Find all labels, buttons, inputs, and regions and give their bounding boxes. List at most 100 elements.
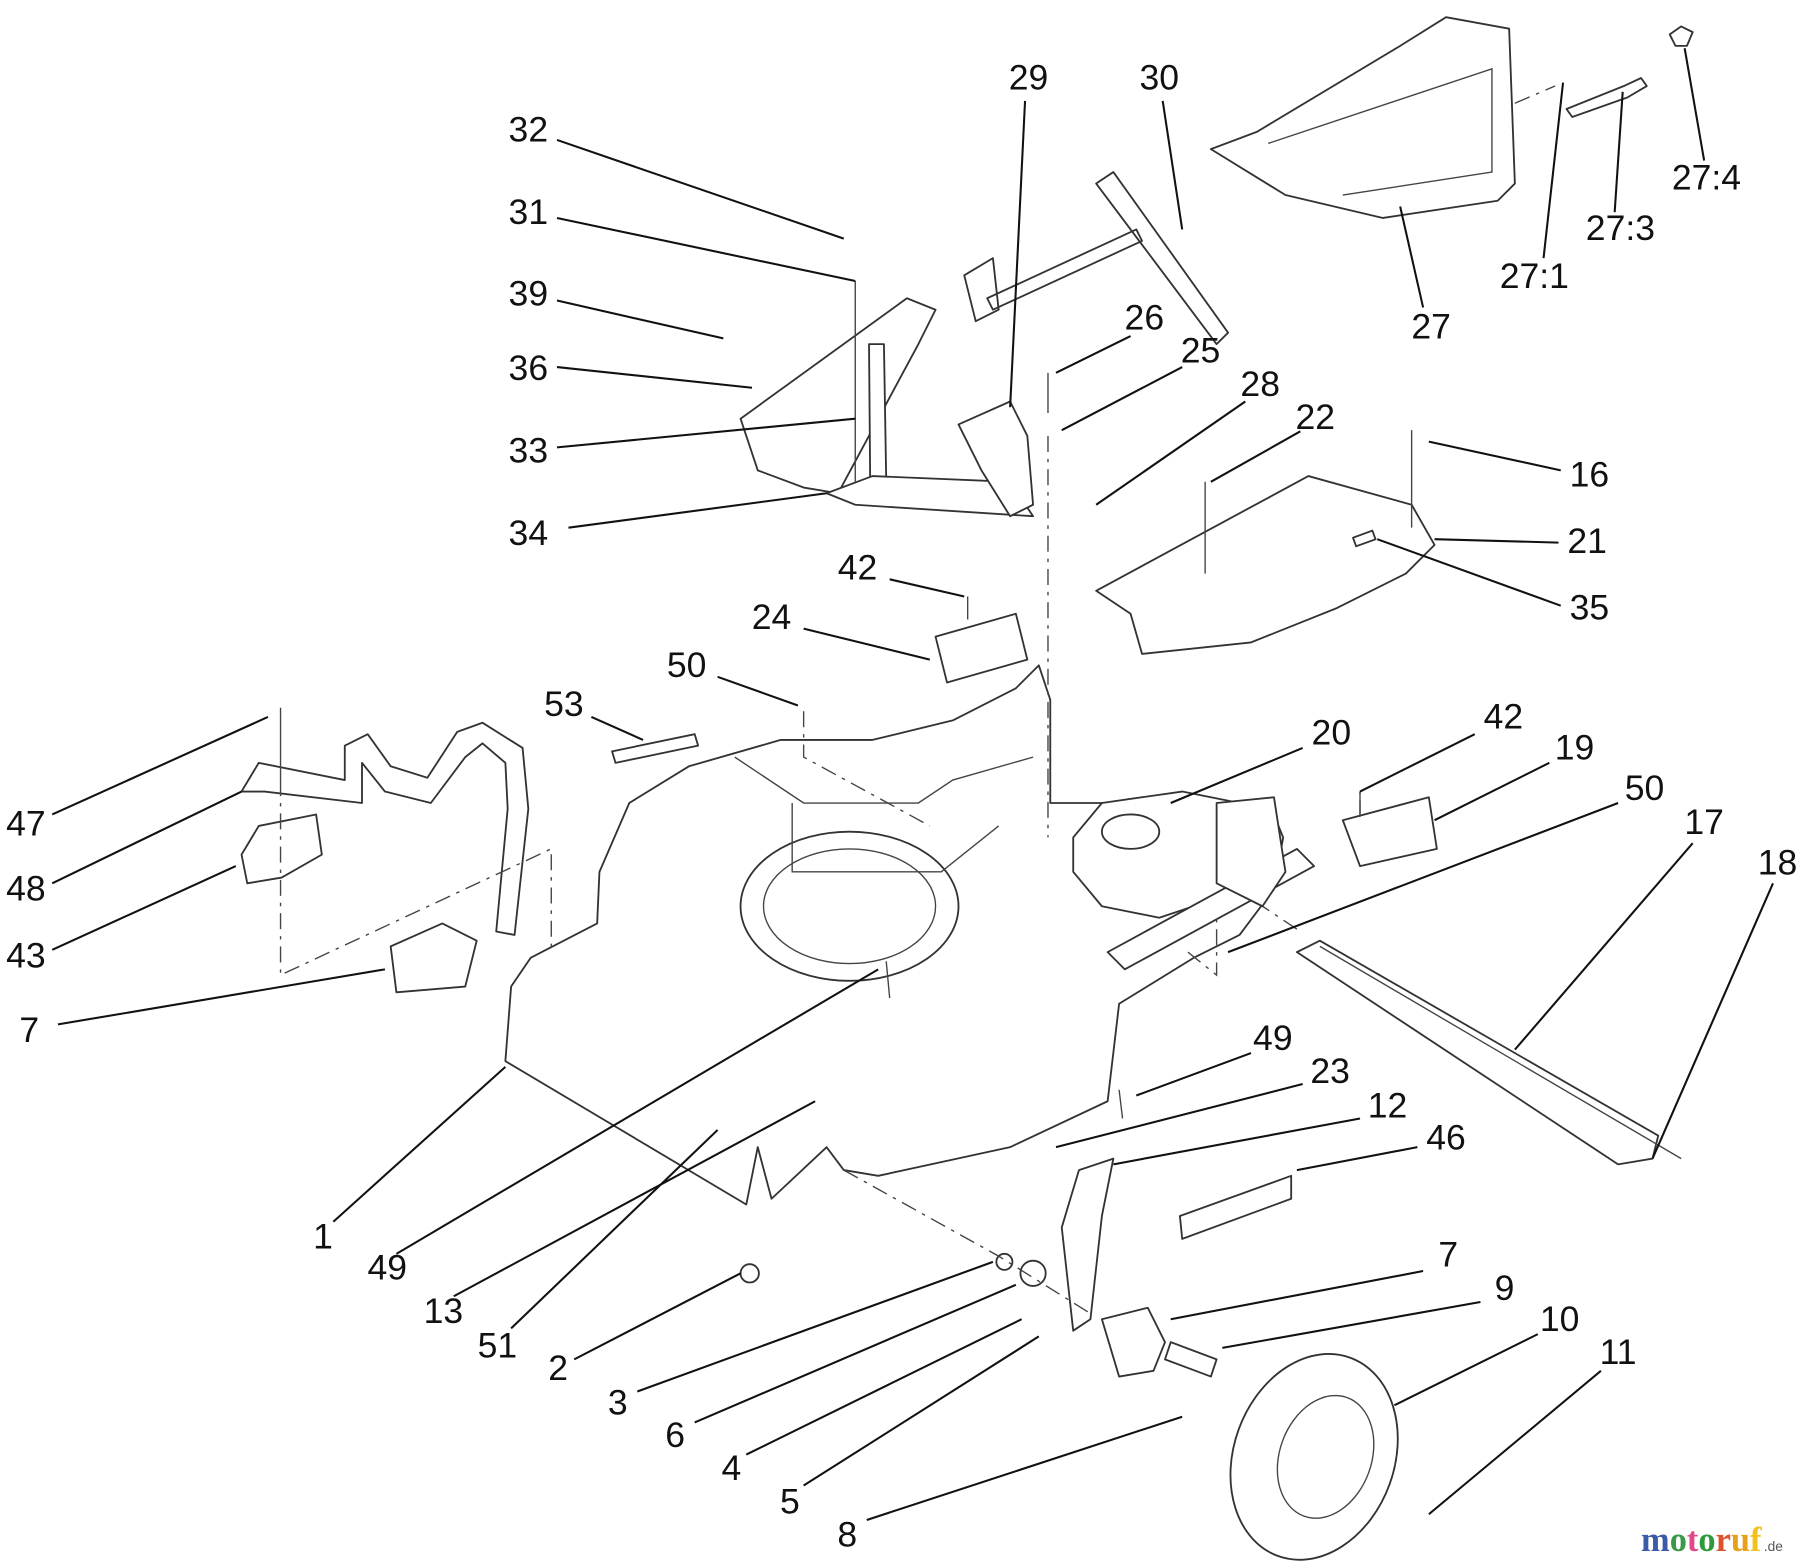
callout-33: 33 [509, 417, 856, 471]
leader-line [590, 716, 644, 741]
callout-25: 25 [1061, 331, 1220, 432]
watermark-suffix: .de [1764, 1539, 1783, 1554]
callout-51: 51 [478, 1129, 719, 1365]
callout-label: 18 [1758, 842, 1798, 882]
leader-line [1222, 1300, 1481, 1349]
callout-label: 5 [780, 1481, 800, 1521]
leader-line [1428, 440, 1561, 472]
callout-label: 3 [608, 1383, 628, 1423]
blade-opening [739, 830, 960, 982]
callout-19: 19 [1434, 728, 1594, 822]
callout-label: 6 [665, 1415, 685, 1455]
callout-46: 46 [1296, 1118, 1466, 1172]
callout-13: 13 [424, 1100, 816, 1331]
callout-label: 35 [1570, 588, 1610, 628]
callout-42: 42 [838, 548, 965, 598]
decal-53 [611, 733, 700, 764]
callout-29: 29 [1009, 58, 1048, 408]
leader-line [51, 790, 242, 885]
leader-line [636, 1260, 994, 1393]
callout-label: 4 [721, 1448, 741, 1488]
lever-30 [963, 171, 1230, 346]
callout-26: 26 [1055, 297, 1164, 374]
handle-bracket [240, 721, 530, 936]
leader-line [395, 968, 879, 1255]
leader-line [453, 1100, 816, 1298]
callout-label: 33 [509, 431, 549, 471]
washer-6 [1019, 1259, 1047, 1287]
assembly-lines [279, 85, 1556, 1315]
grass-bag-27 [1209, 16, 1516, 219]
callout-5: 5 [780, 1335, 1040, 1521]
callout-label: 49 [1253, 1018, 1293, 1058]
callout-label: 42 [1484, 697, 1524, 737]
callout-label: 21 [1567, 521, 1607, 561]
leader-line [1434, 538, 1559, 544]
callout-label: 32 [509, 109, 549, 149]
callout-label: 43 [6, 935, 46, 975]
callout-8: 8 [837, 1415, 1183, 1555]
wheel-hub [1276, 1394, 1375, 1519]
leader-line [1376, 538, 1562, 607]
pivot-bracket-7 [389, 922, 478, 994]
height-lever-12 [1060, 1157, 1115, 1332]
callout-27-3: 27:3 [1586, 91, 1655, 248]
leader-line [803, 1335, 1040, 1487]
leader-line [556, 417, 856, 449]
callout-label: 39 [509, 273, 549, 313]
leader-line [1514, 842, 1694, 1051]
leader-line [1399, 206, 1425, 308]
callout-label: 47 [6, 803, 46, 843]
callout-label: 30 [1139, 58, 1179, 98]
callout-label: 20 [1312, 713, 1352, 753]
callout-48: 48 [6, 790, 242, 909]
callout-3: 3 [608, 1260, 994, 1423]
bracket-43 [240, 813, 323, 885]
nut-2 [739, 1263, 760, 1284]
leader-line [1227, 802, 1619, 954]
callout-49: 49 [1135, 1018, 1293, 1097]
callout-label: 24 [752, 597, 792, 637]
leader-line [556, 138, 845, 240]
leader-line [694, 1283, 1017, 1424]
callout-label: 31 [509, 192, 549, 232]
callout-27-1: 27:1 [1500, 82, 1569, 296]
callout-label: 1 [313, 1216, 333, 1256]
leader-line [1296, 1146, 1418, 1172]
leader-line [1613, 91, 1624, 213]
callout-label: 10 [1540, 1299, 1580, 1339]
rear-cover-21 [1095, 475, 1436, 655]
callout-30: 30 [1139, 58, 1184, 230]
leader-line [1061, 366, 1183, 432]
callout-7: 7 [19, 968, 386, 1050]
drive-pulley [1100, 813, 1161, 850]
spring-33 [868, 343, 888, 483]
callout-42: 42 [1359, 697, 1524, 793]
callout-53: 53 [544, 684, 644, 741]
callout-27-4: 27:4 [1672, 48, 1741, 197]
callout-label: 42 [838, 548, 878, 588]
callout-label: 36 [509, 348, 549, 388]
leader-line [1210, 430, 1301, 483]
callout-label: 2 [548, 1348, 568, 1388]
leader-line [745, 1318, 1023, 1456]
leader-line [332, 1066, 507, 1223]
leader-line [866, 1415, 1183, 1521]
axle-bolt-9 [1164, 1341, 1218, 1378]
callout-label: 17 [1684, 802, 1724, 842]
callout-50: 50 [1227, 768, 1665, 954]
callout-label: 27:4 [1672, 157, 1741, 197]
callout-label: 50 [1625, 768, 1665, 808]
callout-label: 27:1 [1500, 256, 1569, 296]
leader-line [1434, 761, 1550, 822]
callout-47: 47 [6, 716, 269, 843]
leader-line [1428, 1370, 1602, 1516]
callout-28: 28 [1095, 364, 1280, 506]
callout-label: 22 [1295, 397, 1335, 437]
callout-1: 1 [313, 1066, 507, 1256]
deck-rear-panel [734, 756, 1034, 873]
callout-17: 17 [1514, 802, 1724, 1051]
callout-label: 28 [1240, 364, 1280, 404]
callout-label: 46 [1426, 1118, 1466, 1158]
